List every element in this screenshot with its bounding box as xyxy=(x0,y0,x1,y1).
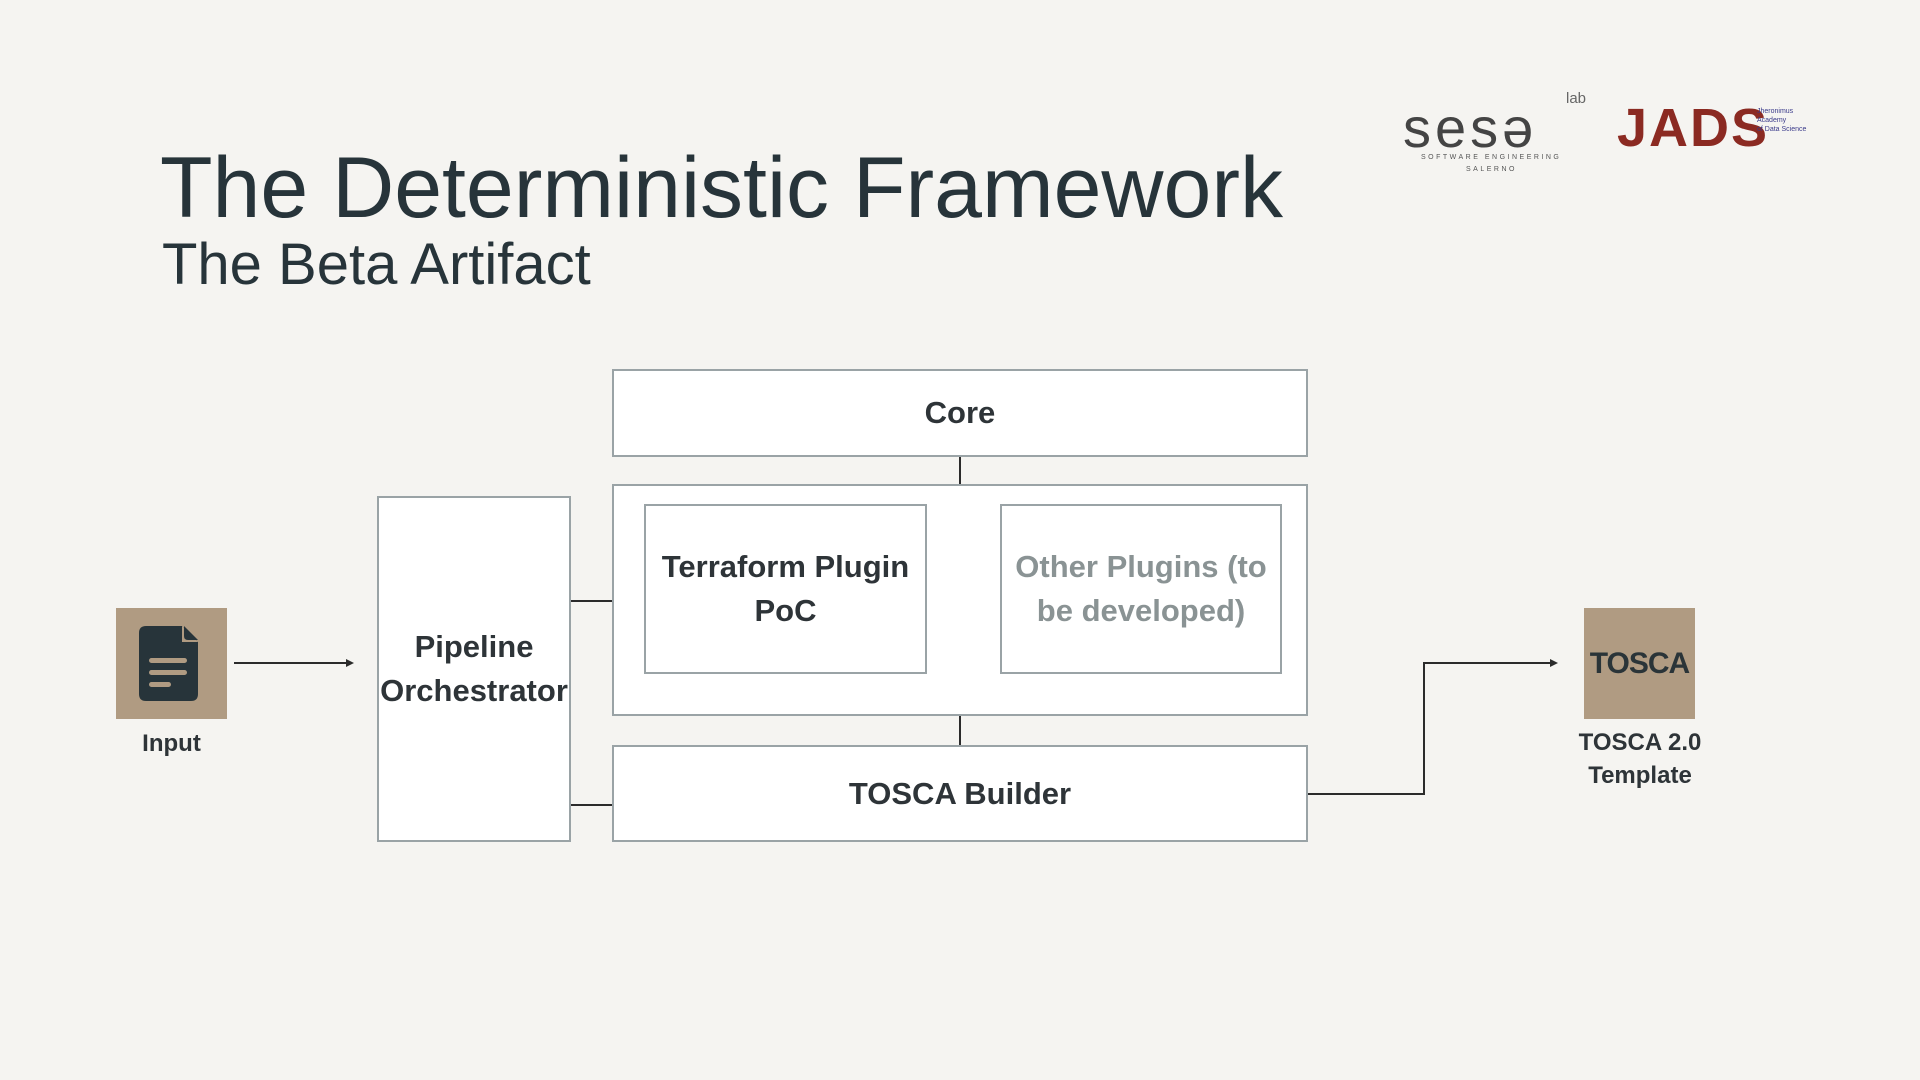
arrow-right-icon xyxy=(234,659,354,667)
slide-title: The Deterministic Framework xyxy=(160,140,1283,236)
tosca-builder-box: TOSCA Builder xyxy=(612,745,1308,842)
sesa-logo-lab: lab xyxy=(1566,90,1587,107)
arrow-right-icon xyxy=(1308,659,1558,795)
slide-subtitle: The Beta Artifact xyxy=(162,232,591,297)
terraform-plugin-box: Terraform Plugin PoC xyxy=(644,504,927,674)
sesa-lab-logo: sesə lab SOFTWARE ENGINEERING SALERNO xyxy=(1403,90,1593,185)
core-box: Core xyxy=(612,369,1308,457)
jads-logo-wordmark: JADS xyxy=(1617,98,1770,158)
jads-caption-line-2: Academy xyxy=(1757,117,1787,124)
pipeline-orchestrator-box: Pipeline Orchestrator xyxy=(377,496,571,842)
tosca-logo-icon: TOSCA xyxy=(1584,608,1695,719)
jads-logo-caption: Jheronimus Academy of Data Science xyxy=(1757,107,1806,134)
other-plugins-box: Other Plugins (to be developed) xyxy=(1000,504,1282,674)
input-label: Input xyxy=(142,730,201,757)
connector-plugins-builder xyxy=(959,716,961,745)
jads-caption-line-1: Jheronimus xyxy=(1757,108,1794,115)
sesa-logo-wordmark: sesə xyxy=(1403,96,1538,159)
document-icon xyxy=(139,626,198,701)
sesa-logo-subtitle-2: SALERNO xyxy=(1466,166,1517,173)
connector-orchestrator-builder xyxy=(571,804,612,806)
connector-core-plugins xyxy=(959,457,961,484)
jads-caption-line-3: of Data Science xyxy=(1757,126,1807,133)
input-document-icon xyxy=(116,608,227,719)
tosca-logo-text: TOSCA xyxy=(1589,646,1690,680)
tosca-template-label: TOSCA 2.0 Template xyxy=(1578,729,1702,789)
connector-orchestrator-plugins xyxy=(571,600,612,602)
jads-logo: JADS Jheronimus Academy of Data Science xyxy=(1617,101,1817,161)
sesa-logo-subtitle-1: SOFTWARE ENGINEERING xyxy=(1421,154,1562,161)
